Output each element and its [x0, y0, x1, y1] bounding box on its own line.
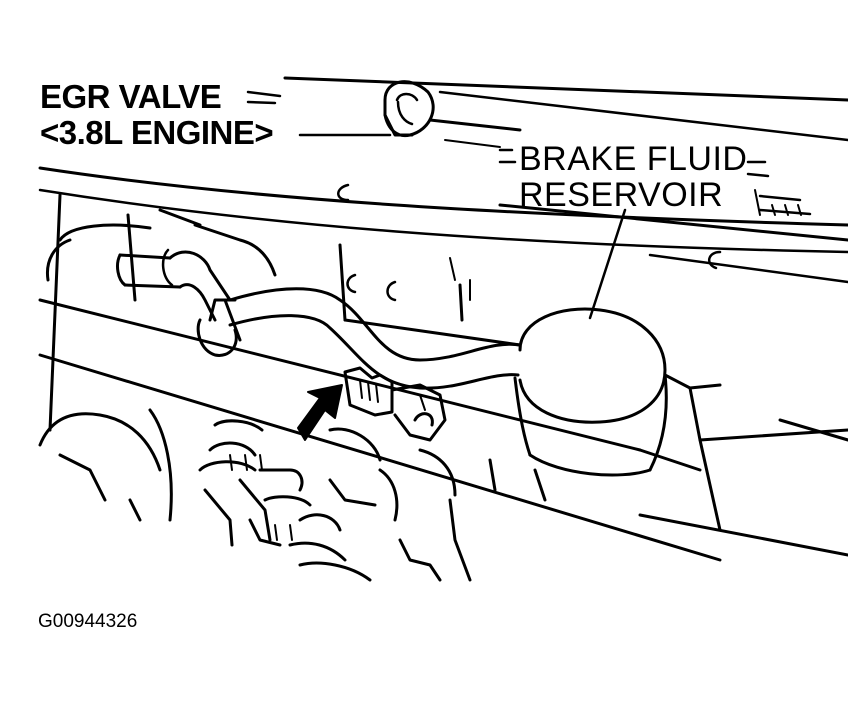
brake-fluid-reservoir [513, 307, 848, 557]
cowl-panel [38, 76, 848, 284]
lower-engine [38, 408, 497, 582]
brace-bar [38, 298, 722, 562]
figure-id: G00944326 [38, 611, 138, 632]
title-leader-lines [246, 90, 392, 137]
locator-arrow [297, 384, 343, 441]
figure-title-line-2: <3.8L ENGINE> [40, 114, 274, 151]
bracket-area [338, 243, 522, 347]
egr-hose [228, 287, 522, 390]
left-bracket [48, 193, 137, 432]
callout-leader-lines [498, 148, 812, 320]
wiper-pivot [383, 80, 435, 138]
brake-fluid-reservoir-label-line-2: RESERVOIR [519, 176, 724, 214]
egr-valve [343, 366, 447, 442]
brake-fluid-reservoir-label-line-1: BRAKE FLUID [519, 140, 748, 178]
left-hoses [45, 208, 277, 357]
figure-title-line-1: EGR VALVE [40, 78, 222, 115]
